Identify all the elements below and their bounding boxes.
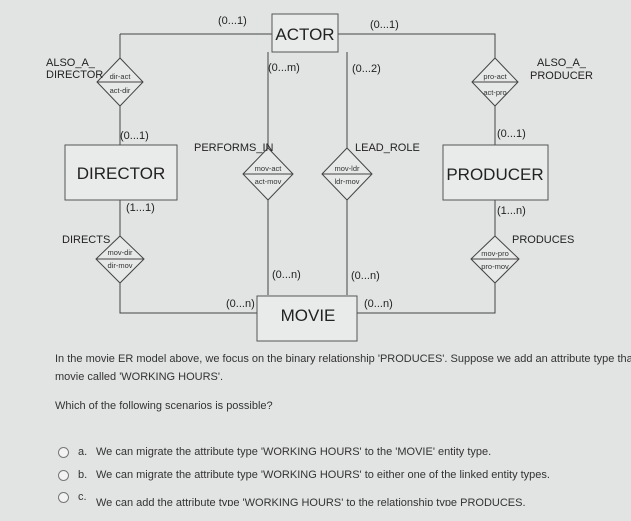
- producer-label: PRODUCER: [446, 165, 543, 184]
- movie-label: MOVIE: [281, 306, 336, 325]
- performs-in-label: PERFORMS_IN: [194, 142, 274, 154]
- role-pro-act: pro-act: [483, 72, 507, 81]
- question-line-2: movie called 'WORKING HOURS'.: [55, 371, 224, 383]
- option-a[interactable]: a. We can migrate the attribute type 'WO…: [58, 446, 491, 458]
- producer-entity-box: [442, 144, 549, 201]
- role-mov-dir: mov-dir: [107, 248, 133, 257]
- directs-label: DIRECTS: [62, 234, 110, 246]
- card-actor-top-left: (0...1): [218, 15, 247, 27]
- option-b-text: We can migrate the attribute type 'WORKI…: [96, 469, 550, 481]
- question-line-1: In the movie ER model above, we focus on…: [55, 353, 631, 365]
- also-a-director-label-2: DIRECTOR: [46, 69, 103, 81]
- card-actor-performs: (0...m): [268, 62, 300, 74]
- card-movie-performs: (0...n): [272, 269, 301, 281]
- director-label: DIRECTOR: [77, 164, 165, 183]
- role-mov-act: mov-act: [255, 164, 283, 173]
- option-a-radio[interactable]: [58, 446, 69, 458]
- card-movie-right: (0...n): [364, 298, 393, 310]
- lead-role-label: LEAD_ROLE: [355, 142, 420, 154]
- role-act-dir: act-dir: [110, 86, 131, 95]
- also-a-producer-label-2: PRODUCER: [530, 70, 593, 82]
- role-mov-pro: mov-pro: [481, 249, 509, 258]
- role-act-pro: act-pro: [483, 88, 506, 97]
- role-ldr-mov: ldr-mov: [334, 177, 359, 186]
- option-a-letter: a.: [78, 446, 88, 458]
- movie-entity-box: [256, 295, 358, 342]
- option-b-letter: b.: [78, 469, 88, 481]
- card-director-top: (0...1): [120, 130, 149, 142]
- card-movie-lead: (0...n): [351, 270, 380, 282]
- role-dir-act: dir-act: [110, 72, 132, 81]
- also-a-director-label-1: ALSO_A_: [46, 57, 96, 69]
- er-diagram: ACTOR DIRECTOR PRODUCER MOVIE ALSO_A_ DI…: [46, 13, 593, 342]
- option-c-letter: c.: [78, 492, 87, 503]
- card-director-bottom: (1...1): [126, 202, 155, 214]
- director-entity-box: [64, 144, 178, 201]
- produces-label: PRODUCES: [512, 234, 574, 246]
- card-movie-left: (0...n): [226, 298, 255, 310]
- option-c-radio[interactable]: [58, 492, 69, 503]
- option-b[interactable]: b. We can migrate the attribute type 'WO…: [58, 469, 550, 481]
- question-text: In the movie ER model above, we focus on…: [55, 350, 631, 386]
- option-c-text: We can add the attribute type 'WORKING H…: [96, 497, 526, 506]
- role-act-mov: act-mov: [255, 177, 282, 186]
- role-pro-mov: pro-mov: [481, 262, 509, 271]
- option-a-text: We can migrate the attribute type 'WORKI…: [96, 446, 492, 458]
- role-dir-mov: dir-mov: [107, 261, 132, 270]
- role-mov-ldr: mov-ldr: [334, 164, 360, 173]
- card-actor-lead: (0...2): [352, 63, 381, 75]
- card-producer-top: (0...1): [497, 128, 526, 140]
- actor-entity-box: [271, 13, 339, 53]
- option-b-radio[interactable]: [58, 469, 69, 481]
- option-c[interactable]: c. We can add the attribute type 'WORKIN…: [58, 492, 526, 506]
- line-actor-also-producer: [338, 33, 496, 145]
- also-a-producer-label-1: ALSO_A_: [537, 57, 587, 69]
- actor-label: ACTOR: [275, 25, 334, 44]
- question-prompt: Which of the following scenarios is poss…: [55, 400, 273, 412]
- card-producer-bottom: (1...n): [497, 205, 526, 217]
- card-actor-top-right: (0...1): [370, 19, 399, 31]
